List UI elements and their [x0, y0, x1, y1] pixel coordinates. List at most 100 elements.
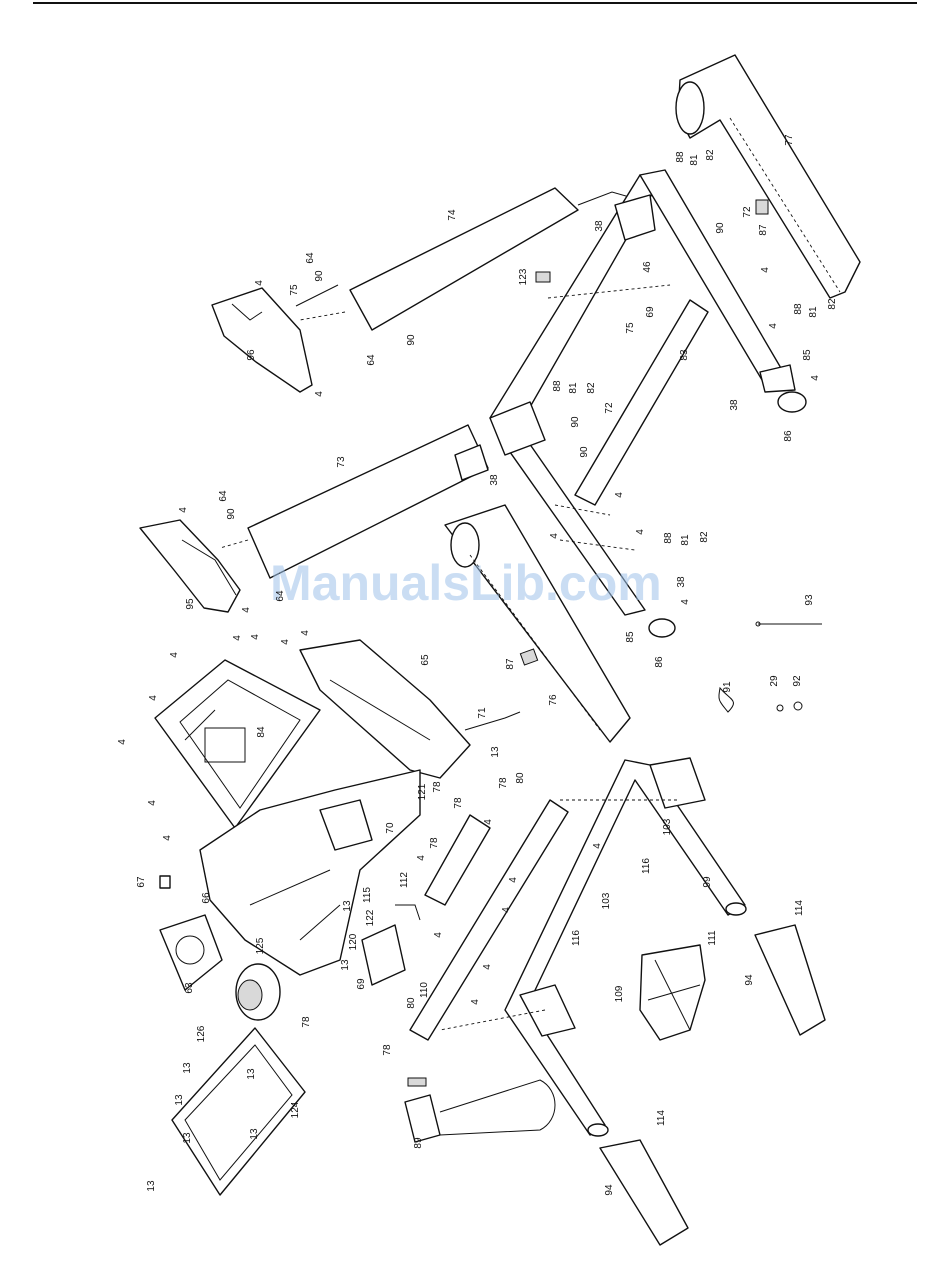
clip-91 — [718, 686, 734, 713]
callout-p13g: 13 — [182, 1132, 193, 1144]
watermark-text: ManualsLib.com — [270, 555, 662, 611]
callout-p13f: 13 — [174, 1094, 185, 1106]
callout-p4g: 4 — [810, 375, 821, 381]
base-frame — [489, 169, 796, 616]
callout-p65: 65 — [420, 654, 431, 666]
callout-p88d: 88 — [793, 303, 804, 315]
callout-p67: 67 — [136, 876, 147, 888]
callout-p91: 91 — [722, 681, 733, 693]
callout-p4r: 4 — [117, 739, 128, 745]
callout-p4z: 4 — [433, 932, 444, 938]
callout-p93: 93 — [804, 594, 815, 606]
callout-p85b: 85 — [802, 349, 813, 361]
callout-p38c: 38 — [676, 576, 687, 588]
callout-p121: 121 — [417, 783, 428, 800]
foot-86-a — [648, 618, 676, 638]
callout-p82a: 82 — [705, 149, 716, 161]
callout-p94b: 94 — [604, 1184, 615, 1196]
harness-109 — [639, 944, 706, 1041]
callout-p116a: 116 — [641, 858, 652, 874]
callout-p86a: 86 — [654, 656, 665, 668]
callout-p78b: 78 — [453, 797, 464, 809]
callout-p4k: 4 — [680, 599, 691, 605]
callout-p82d: 82 — [827, 298, 838, 310]
callout-p4u: 4 — [483, 819, 494, 825]
callout-p69b: 69 — [356, 978, 367, 990]
callout-p85a: 85 — [625, 631, 636, 643]
clip-67 — [159, 875, 171, 889]
callout-p110: 110 — [419, 982, 430, 998]
label-87-b — [755, 199, 769, 215]
callout-p88a: 88 — [675, 151, 686, 163]
callout-p64b: 64 — [366, 354, 377, 366]
callout-p90e: 90 — [570, 416, 581, 428]
callout-p63: 63 — [184, 982, 195, 994]
callout-p86b: 86 — [783, 430, 794, 442]
callout-p120: 120 — [348, 933, 359, 950]
shroud-65 — [299, 639, 471, 779]
callout-p80b: 80 — [406, 997, 417, 1009]
callout-p64c: 64 — [218, 490, 229, 502]
callout-p4h: 4 — [614, 492, 625, 498]
callout-p82b: 82 — [586, 382, 597, 394]
callout-p109: 109 — [614, 985, 625, 1002]
callout-p87a: 87 — [505, 658, 516, 670]
callout-p4l: 4 — [169, 652, 180, 658]
callout-p84: 84 — [256, 726, 267, 738]
callout-p92: 92 — [792, 675, 803, 687]
callout-labels: 7774967395657684666763125126124999494109… — [117, 134, 838, 1196]
callout-p115: 115 — [362, 887, 373, 903]
speaker-cover-63 — [159, 914, 223, 991]
callout-p94a: 94 — [744, 974, 755, 986]
callout-p13c: 13 — [340, 959, 351, 971]
callout-p123: 123 — [518, 268, 529, 285]
callout-p81d: 81 — [808, 306, 819, 318]
strap-89 — [404, 1077, 556, 1143]
label-87-a — [519, 648, 539, 666]
upright-74 — [299, 187, 641, 331]
callout-p4y: 4 — [501, 907, 512, 913]
callout-p64d: 64 — [275, 590, 286, 602]
callout-p112: 112 — [399, 872, 410, 888]
callout-p78c: 78 — [498, 777, 509, 789]
callout-p75a: 75 — [625, 322, 636, 334]
callout-p4m: 4 — [232, 635, 243, 641]
callout-p103a: 103 — [662, 818, 673, 835]
callout-p4f: 4 — [768, 323, 779, 329]
callout-p76: 76 — [548, 694, 559, 706]
callout-p72a: 72 — [742, 206, 753, 218]
callout-p89: 89 — [413, 1137, 424, 1149]
console-84 — [154, 659, 321, 829]
callout-p4w: 4 — [416, 855, 427, 861]
callout-p87b: 87 — [758, 224, 769, 236]
shroud-66 — [199, 769, 421, 976]
callout-p13b: 13 — [342, 900, 353, 912]
callout-p71: 71 — [477, 707, 488, 719]
callout-p46: 46 — [642, 261, 653, 273]
handrail-99 — [439, 757, 747, 1137]
callout-p114b: 114 — [656, 1110, 667, 1126]
callout-p103b: 103 — [601, 892, 612, 909]
callout-p4o: 4 — [280, 639, 291, 645]
callout-p13a: 13 — [490, 746, 501, 758]
callout-p80a: 80 — [515, 772, 526, 784]
callout-p72b: 72 — [604, 402, 615, 414]
callout-p81b: 81 — [568, 382, 579, 394]
grip-94-a — [754, 924, 826, 1036]
callout-p90a: 90 — [314, 270, 325, 282]
label-123 — [535, 271, 551, 283]
callout-p90c: 90 — [226, 508, 237, 520]
cover-95 — [139, 519, 241, 613]
callout-p73: 73 — [336, 456, 347, 468]
callout-p4ab: 4 — [470, 999, 481, 1005]
callout-p38d: 38 — [729, 399, 740, 411]
callout-p66: 66 — [201, 892, 212, 904]
wire-71 — [464, 711, 521, 731]
speaker-125 — [235, 963, 281, 1021]
callout-p13d: 13 — [182, 1062, 193, 1074]
callout-p4q: 4 — [148, 695, 159, 701]
callout-p13i: 13 — [146, 1180, 157, 1192]
plate-122 — [361, 924, 406, 986]
callout-p74: 74 — [447, 209, 458, 221]
